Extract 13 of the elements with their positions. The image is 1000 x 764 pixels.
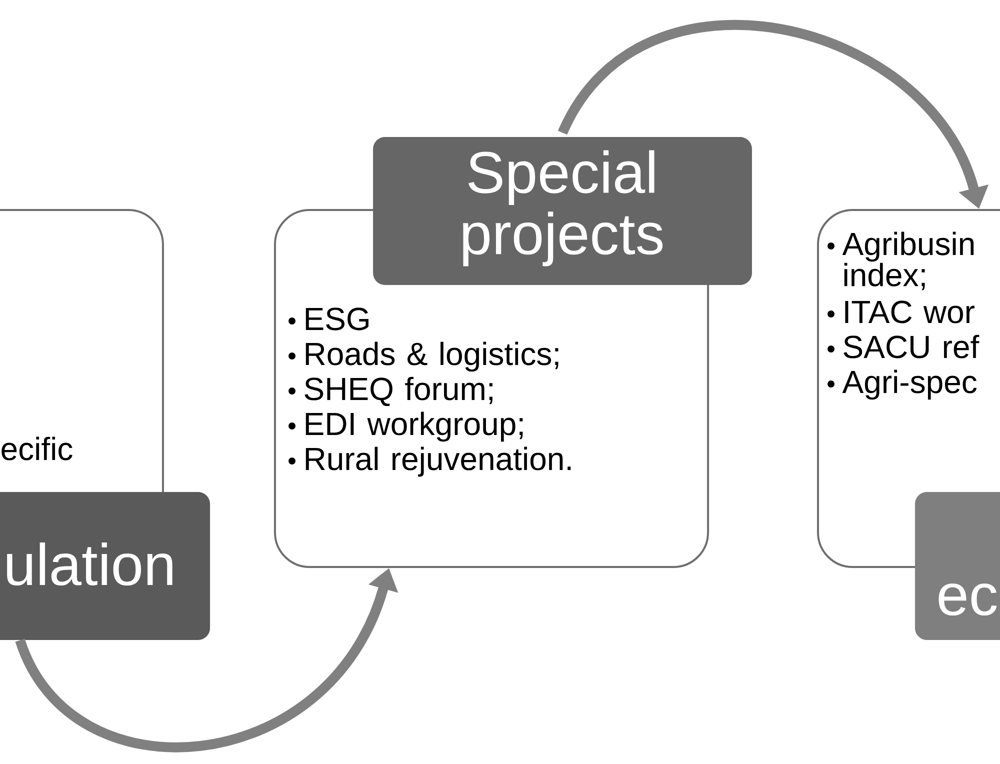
bullet-text: ESG [306,308,368,330]
bullet-text: SACU ref [844,334,980,358]
bullet-text: EDI workgroup; [306,412,523,442]
title-text: Special projects [463,150,663,266]
bullet-text: Agribusin index; [842,232,974,290]
title-text: ulation [7,542,172,586]
title-text: ec [938,583,997,616]
bullet-text: SHEQ forum; [304,376,492,406]
bullet-text: Rural rejuvenation. [306,446,571,477]
bullet-text: Roads & logistics; [306,342,558,372]
bullet-text: ITAC wor [845,300,974,324]
body-text: ecific [2,436,72,460]
bullet-text: Agri-spec [842,370,977,400]
